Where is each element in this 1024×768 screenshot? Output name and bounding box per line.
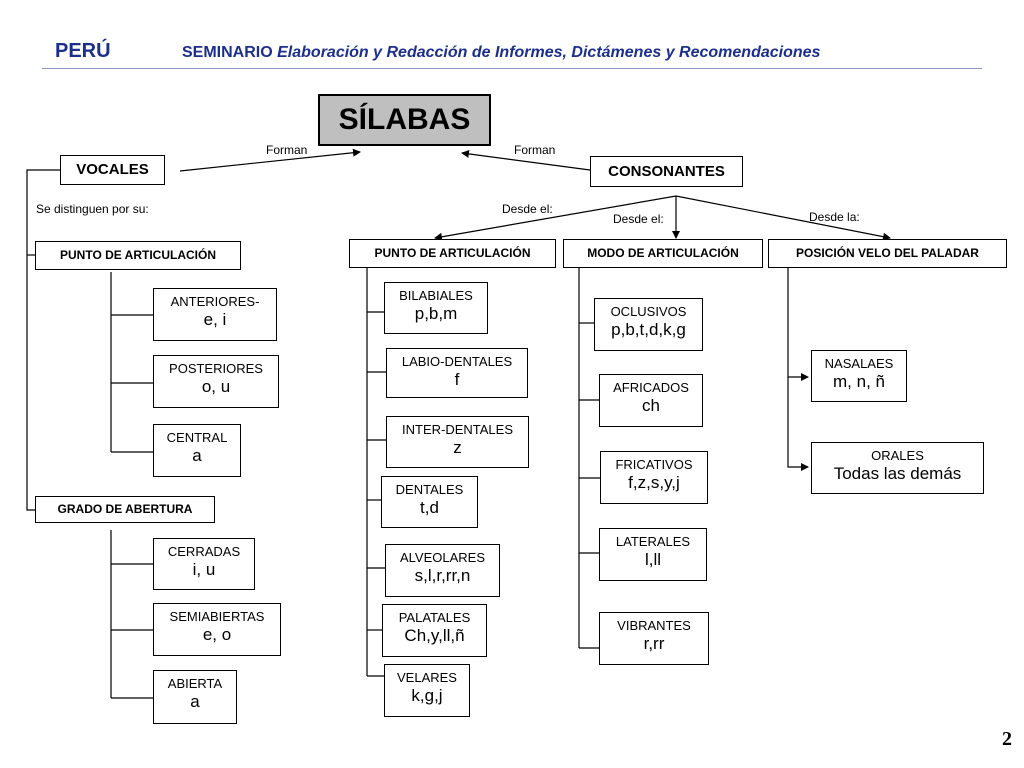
node-vocales: VOCALES <box>60 155 165 185</box>
arrow-vocales-silabas <box>179 148 361 172</box>
header-divider <box>42 68 982 69</box>
label-forman-left: Forman <box>266 143 308 157</box>
vocales-punto-articulacion: PUNTO DE ARTICULACIÓN <box>35 241 241 270</box>
consonantes-posicion-velo: POSICIÓN VELO DEL PALADAR <box>768 239 1007 268</box>
arrow-to-posicion <box>675 195 891 241</box>
seminar-prefix: SEMINARIO <box>182 44 273 61</box>
node-consonantes: CONSONANTES <box>590 156 743 187</box>
page-number: 2 <box>1002 728 1012 750</box>
label-desde-el-1: Desde el: <box>502 202 553 216</box>
root-silabas: SÍLABAS <box>318 94 491 146</box>
header-country: PERÚ <box>55 40 111 62</box>
label-desde-la: Desde la: <box>809 210 860 224</box>
bracket-vocales <box>26 169 60 511</box>
arrow-consonantes-silabas <box>461 149 591 171</box>
arrow-to-punto <box>434 195 677 241</box>
label-forman-right: Forman <box>514 143 556 157</box>
vocales-grado-abertura: GRADO DE ABERTURA <box>35 496 215 523</box>
consonantes-modo-articulacion: MODO DE ARTICULACIÓN <box>563 239 763 268</box>
vocal-anteriores: ANTERIORES-e, i <box>153 288 277 341</box>
seminar-title: Elaboración y Redacción de Informes, Dic… <box>277 44 821 61</box>
label-desde-el-2: Desde el: <box>613 212 664 226</box>
consonantes-punto-articulacion: PUNTO DE ARTICULACIÓN <box>349 239 556 268</box>
header-seminar: SEMINARIO Elaboración y Redacción de Inf… <box>182 44 820 62</box>
label-se-distinguen: Se distinguen por su: <box>36 202 149 216</box>
